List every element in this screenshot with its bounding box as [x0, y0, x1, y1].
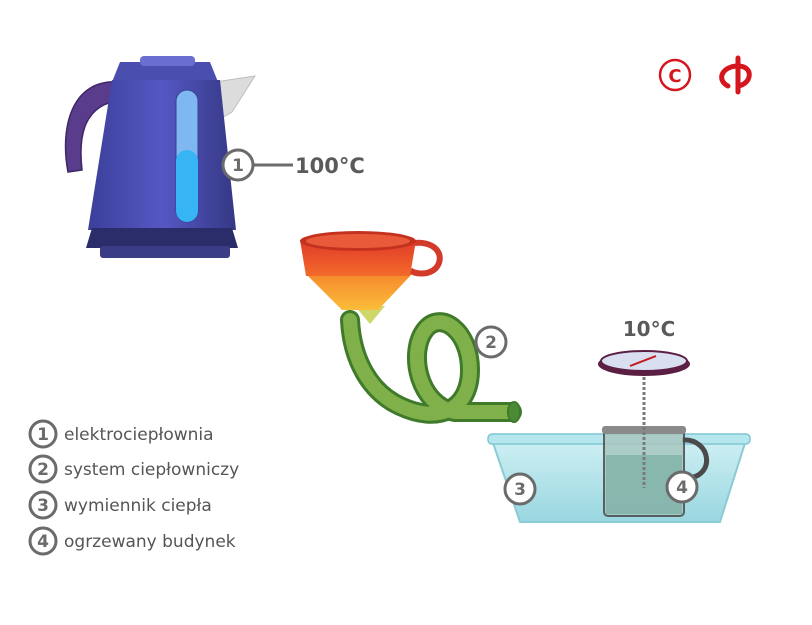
- funnel-cup-illustration: [300, 231, 443, 324]
- legend-item-1-circle: [28, 419, 58, 449]
- legend-item: 2 system ciepłowniczy: [28, 454, 239, 484]
- marker-3-number: 3: [514, 480, 526, 500]
- legend-item-4-circle: [28, 526, 58, 556]
- legend-item: 4 ogrzewany budynek: [28, 526, 236, 556]
- legend-item-2-circle: [28, 454, 58, 484]
- legend-item-3-circle: [28, 490, 58, 520]
- legend-item-2-text: system ciepłowniczy: [64, 460, 239, 480]
- legend-item-1-text: elektrociepłownia: [64, 425, 214, 445]
- copyright-letter: C: [668, 66, 681, 87]
- marker-2-circle: [474, 325, 508, 359]
- marker-1-number: 1: [232, 156, 244, 176]
- legend-item-3-number: 3: [37, 496, 49, 516]
- marker-1-group: 1 100°C: [221, 148, 365, 182]
- marker-4-number: 4: [676, 478, 688, 498]
- marker-3-circle: [503, 472, 537, 506]
- kettle-temperature-label: 100°C: [295, 154, 365, 178]
- marker-4-circle: [665, 470, 699, 504]
- cp-monogram-icon: [719, 55, 752, 95]
- publisher-logo: C: [658, 55, 752, 95]
- marker-3-group: 3: [503, 472, 537, 506]
- legend-item: 1 elektrociepłownia: [28, 419, 214, 449]
- marker-4-group: 4: [665, 470, 699, 504]
- marker-1-circle: [221, 148, 255, 182]
- legend-item-4-number: 4: [37, 532, 49, 552]
- marker-2-number: 2: [485, 333, 497, 353]
- hose-illustration: [340, 310, 522, 424]
- legend-item-1-number: 1: [37, 425, 49, 445]
- thermometer-temperature-label: 10°C: [623, 317, 676, 341]
- legend-item-2-number: 2: [37, 460, 49, 480]
- copyright-circle-icon: [658, 58, 692, 92]
- marker-2-group: 2: [474, 325, 508, 359]
- legend-item: 3 wymiennik ciepła: [28, 490, 212, 520]
- thermometer-illustration: [598, 350, 690, 488]
- legend-item-4-text: ogrzewany budynek: [64, 532, 236, 552]
- legend-item-3-text: wymiennik ciepła: [64, 496, 212, 516]
- legend: 1 elektrociepłownia 2 system ciepłownicz…: [28, 419, 239, 556]
- kettle-illustration: [64, 56, 257, 258]
